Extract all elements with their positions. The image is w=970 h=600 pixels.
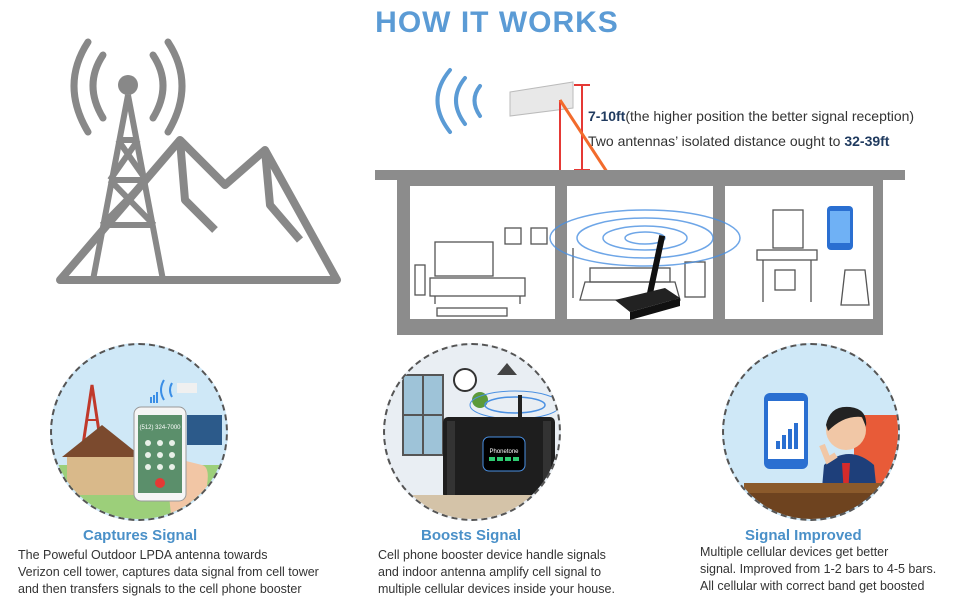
signal-waves-icon: [70, 38, 186, 136]
signal-waves-icon: [160, 379, 173, 401]
step-2-description: Cell phone booster device handle signals…: [378, 548, 615, 596]
signal-improved-circle: [722, 343, 900, 521]
boosts-signal-circle: Phonetone: [383, 343, 561, 521]
step-1-title: Captures Signal: [83, 527, 198, 544]
step-1-description: The Poweful Outdoor LPDA antenna towards…: [18, 548, 319, 596]
smartphone-icon: [764, 393, 808, 469]
outdoor-antenna-icon: [177, 383, 197, 393]
smartphone-icon: [827, 206, 853, 250]
mountain-icon: [56, 136, 341, 284]
booster-brand: Phonetone: [489, 449, 519, 455]
indoor-antenna-icon: [518, 395, 522, 419]
tower-top-icon: [118, 75, 138, 95]
booster-icon: Phonetone: [443, 417, 555, 499]
step-3-description: Multiple cellular devices get better sig…: [700, 545, 937, 593]
signal-waves-icon: [435, 68, 482, 134]
outdoor-antenna-icon: [509, 81, 574, 117]
signal-waves-icon: [549, 209, 741, 267]
signal-bars-icon: [150, 392, 158, 403]
lamp-icon: [497, 363, 517, 375]
step-3-title: Signal Improved: [745, 527, 862, 544]
page-title: HOW IT WORKS: [375, 6, 619, 39]
outdoor-antenna-illustration: [435, 68, 574, 134]
phone-number: (512) 324-7000: [139, 425, 181, 431]
clock-icon: [453, 368, 477, 392]
house-illustration: [375, 170, 905, 335]
cell-tower-illustration: [56, 38, 341, 284]
distance-note: Two antennas’ isolated distance ought to…: [588, 133, 890, 149]
captures-signal-circle: (512) 324-7000: [50, 343, 228, 521]
height-note: 7-10ft(the higher position the better si…: [588, 108, 915, 124]
step-2-title: Boosts Signal: [421, 527, 522, 544]
signal-bars-icon: [776, 423, 798, 449]
end-call-icon: [155, 478, 165, 488]
indoor-antenna-icon: [646, 235, 666, 295]
booster-icon: [615, 288, 680, 320]
cell-tower-icon: [90, 94, 166, 281]
